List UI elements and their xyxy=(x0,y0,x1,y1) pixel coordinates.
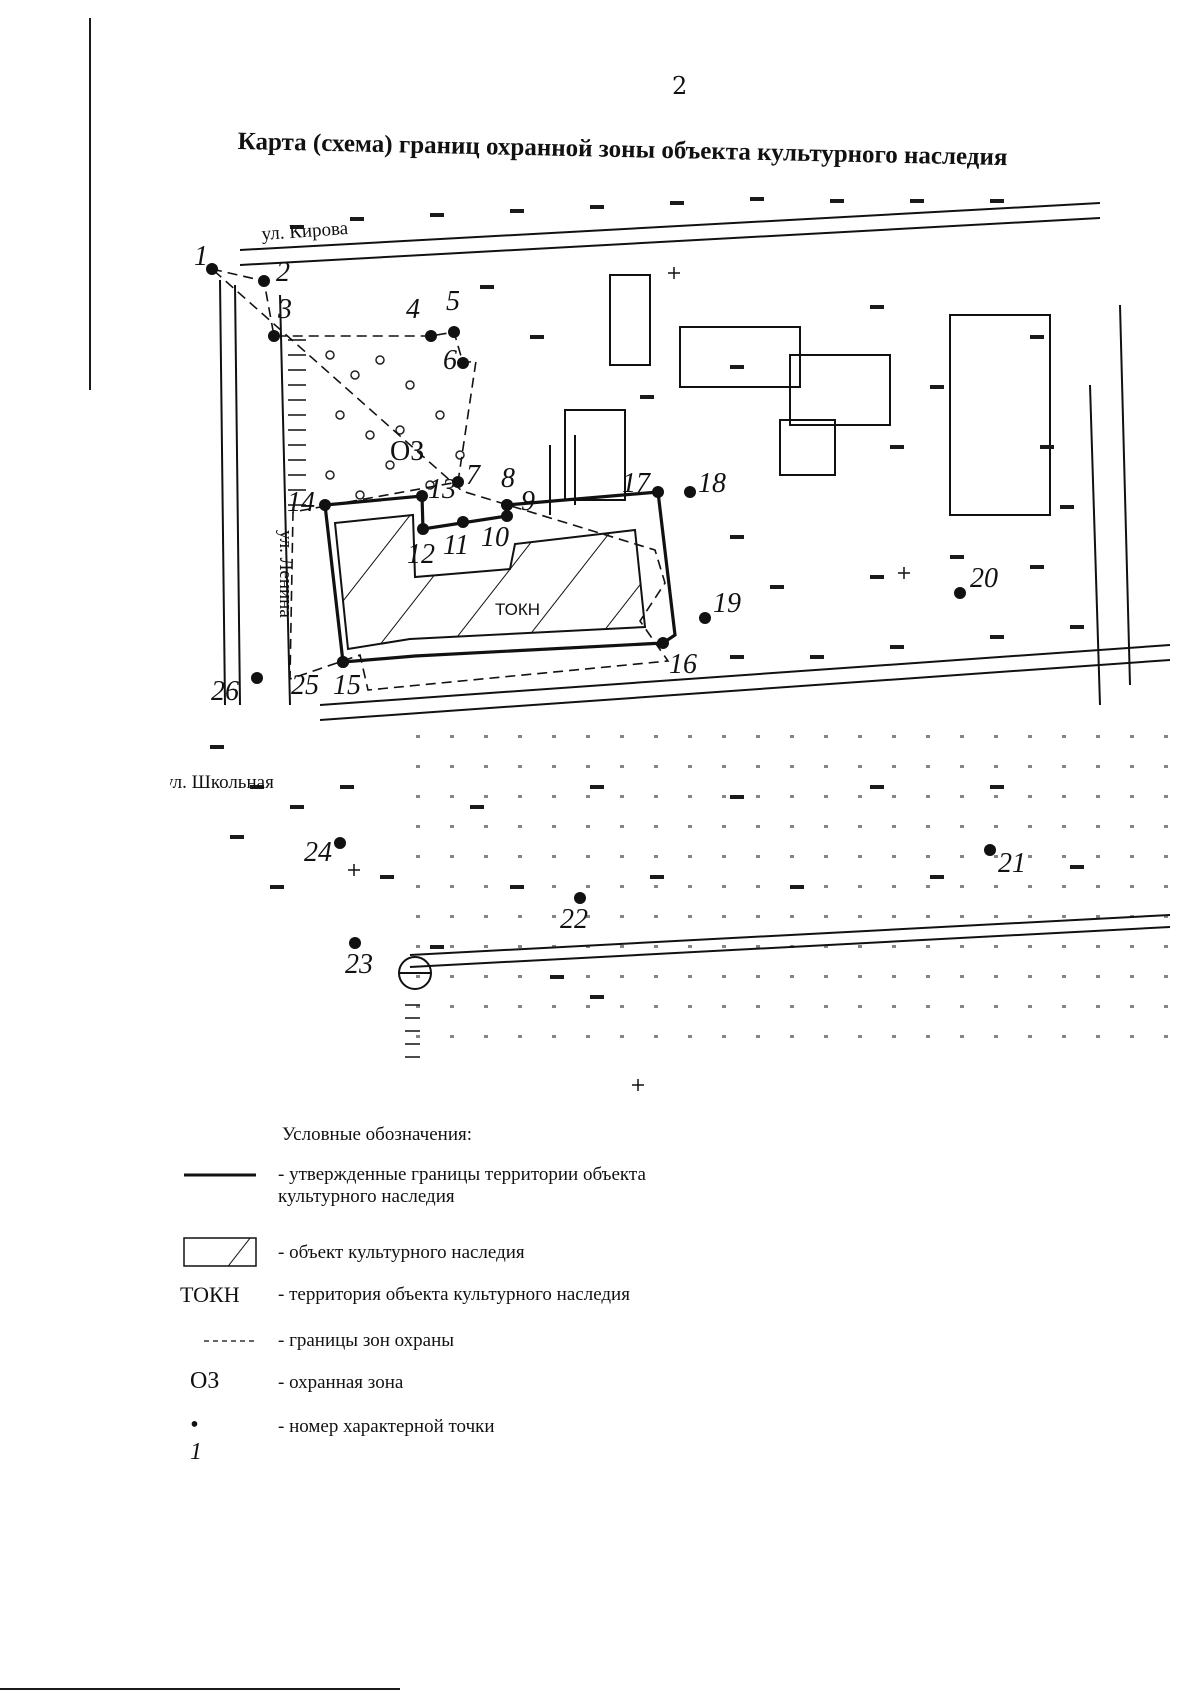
point-marker xyxy=(425,330,437,342)
point-marker xyxy=(319,499,331,511)
zone-label-tokn: ТОКН xyxy=(495,600,540,619)
point-marker xyxy=(251,672,263,684)
zone-label-oz: ОЗ xyxy=(390,436,424,467)
street-lines xyxy=(219,202,1170,968)
point-label: 20 xyxy=(970,563,998,594)
point-marker xyxy=(657,637,669,649)
point-label: 26 xyxy=(211,676,239,707)
point-label: 8 xyxy=(501,463,515,494)
point-label: 17 xyxy=(622,468,651,499)
street-label-shkolnaya: ул. Школьная xyxy=(170,772,274,793)
point-marker xyxy=(954,587,966,599)
point-label: 9 xyxy=(521,486,535,517)
point-label: 7 xyxy=(466,460,481,491)
dashed-line-symbol xyxy=(204,1340,256,1342)
point-label: 10 xyxy=(481,522,509,553)
point-symbol: • 1 xyxy=(190,1412,202,1465)
point-label: 24 xyxy=(304,837,332,868)
roundabout-symbol xyxy=(398,956,432,990)
point-marker xyxy=(417,523,429,535)
bottom-line xyxy=(0,1688,400,1690)
heritage-object xyxy=(333,513,647,651)
legend-text-zone-boundary: - границы зон охраны xyxy=(278,1330,455,1351)
page-number: 2 xyxy=(672,72,688,100)
point-marker xyxy=(684,486,696,498)
legend-text-point-number: - номер характерной точки xyxy=(278,1416,495,1437)
point-marker xyxy=(416,490,428,502)
point-label: 22 xyxy=(560,904,588,935)
point-label: 21 xyxy=(998,848,1026,879)
point-marker xyxy=(501,510,513,522)
point-label: 25 xyxy=(291,670,319,701)
building-outlines xyxy=(564,274,1051,516)
legend-text-approved-boundary: - утвержденные границы территории объект… xyxy=(278,1164,646,1207)
point-marker xyxy=(984,844,996,856)
oz-symbol: ОЗ xyxy=(190,1368,220,1394)
point-label: 14 xyxy=(287,487,315,518)
hatched-box-symbol xyxy=(183,1237,257,1267)
tokn-symbol: ТОКН xyxy=(180,1282,240,1307)
tree-symbols xyxy=(325,350,465,500)
point-marker xyxy=(501,499,513,511)
point-label: 13 xyxy=(428,474,456,505)
point-marker xyxy=(699,612,711,624)
point-marker xyxy=(268,330,280,342)
street-label-kirova: ул. Кирова xyxy=(261,218,349,245)
point-marker xyxy=(652,486,664,498)
point-marker xyxy=(457,357,469,369)
point-label: 3 xyxy=(277,294,292,325)
point-marker xyxy=(574,892,586,904)
point-marker xyxy=(258,275,270,287)
point-label: 16 xyxy=(669,649,697,680)
point-label: 23 xyxy=(345,949,373,980)
legend-text-protective-zone: - охранная зона xyxy=(278,1372,404,1393)
solid-line-symbol xyxy=(184,1173,256,1177)
point-label: 11 xyxy=(443,530,469,561)
point-label: 18 xyxy=(698,468,726,499)
point-label: 4 xyxy=(406,294,420,325)
point-label: 12 xyxy=(407,539,435,570)
point-label: 6 xyxy=(443,345,457,376)
legend-text-heritage-object: - объект культурного наследия xyxy=(278,1242,525,1263)
point-marker xyxy=(448,326,460,338)
dotted-area xyxy=(400,725,1170,1045)
page-title: Карта (схема) границ охранной зоны объек… xyxy=(237,128,1008,172)
point-label: 5 xyxy=(446,286,460,317)
legend-text-heritage-territory: - территория объекта культурного наследи… xyxy=(278,1284,630,1305)
map-scatter-marks xyxy=(210,197,1084,999)
protective-zone-boundary xyxy=(211,268,670,691)
point-label: 15 xyxy=(333,670,361,701)
point-label: 19 xyxy=(713,588,741,619)
legend-title: Условные обозначения: xyxy=(282,1124,473,1145)
point-label: 2 xyxy=(276,257,290,288)
point-label: 1 xyxy=(194,241,208,272)
point-marker xyxy=(452,476,464,488)
point-marker xyxy=(334,837,346,849)
margin-line xyxy=(89,18,91,390)
point-marker xyxy=(457,516,469,528)
point-marker xyxy=(349,937,361,949)
point-marker xyxy=(337,656,349,668)
grid-crosses xyxy=(348,267,910,1091)
street-label-lenina: ул. Ленина xyxy=(275,530,296,618)
point-marker xyxy=(206,263,218,275)
